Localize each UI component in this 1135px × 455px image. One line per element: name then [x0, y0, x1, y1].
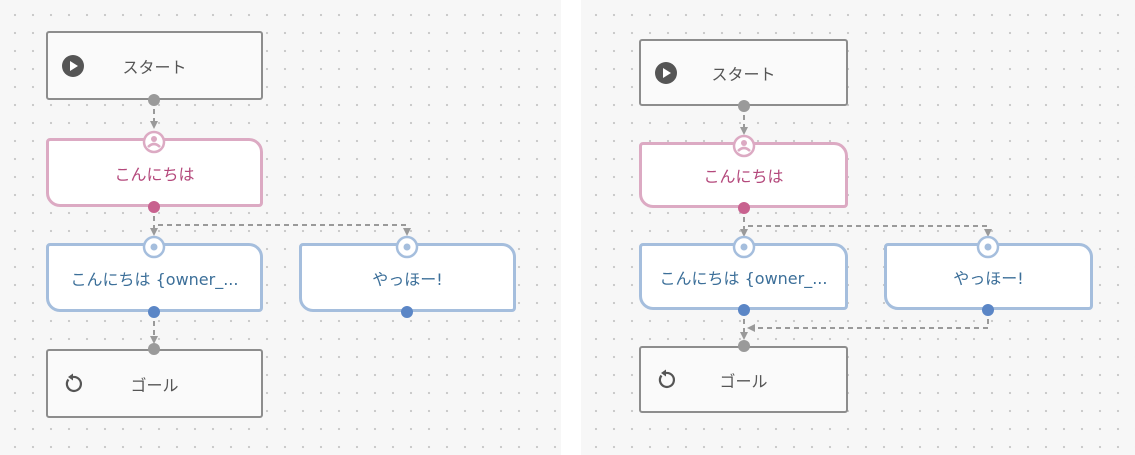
node-yahoo[interactable]: やっほー! — [299, 243, 516, 312]
node-yahoo-label: やっほー! — [372, 269, 443, 289]
node-hello-owner[interactable]: こんにちは {owner_... — [639, 243, 848, 310]
node-hello[interactable]: こんにちは — [46, 138, 263, 207]
node-start-label: スタート — [122, 57, 187, 77]
node-goal[interactable]: ゴール — [46, 349, 263, 418]
diagram-canvas-left[interactable]: スタート こんにちは こんにちは {owner_... やっほー! ゴール — [0, 0, 561, 455]
node-hello-owner-label: こんにちは {owner_... — [70, 269, 239, 289]
link-yahoo-goal[interactable] — [747, 310, 989, 332]
play-circle-icon — [655, 61, 677, 84]
node-yahoo-label: やっほー! — [953, 268, 1024, 288]
node-goal-label: ゴール — [719, 371, 768, 391]
node-start-label: スタート — [711, 64, 776, 84]
node-goal-label: ゴール — [130, 375, 179, 395]
restart-icon — [62, 373, 84, 395]
node-hello[interactable]: こんにちは — [639, 142, 848, 208]
restart-icon — [655, 369, 677, 391]
node-hello-owner-label: こんにちは {owner_... — [659, 268, 828, 288]
link-hello-yahoo[interactable] — [748, 225, 992, 237]
diagram-canvas-right[interactable]: スタート こんにちは こんにちは {owner_... やっほー! ゴール — [581, 0, 1135, 455]
node-hello-owner[interactable]: こんにちは {owner_... — [46, 243, 263, 312]
play-circle-icon — [62, 54, 84, 77]
node-goal[interactable]: ゴール — [639, 346, 848, 413]
node-hello-label: こんにちは — [114, 164, 195, 184]
node-start[interactable]: スタート — [639, 39, 848, 106]
node-start[interactable]: スタート — [46, 31, 263, 100]
node-hello-label: こんにちは — [703, 167, 784, 186]
node-yahoo[interactable]: やっほー! — [884, 243, 1093, 310]
link-hello-yahoo[interactable] — [158, 224, 411, 236]
